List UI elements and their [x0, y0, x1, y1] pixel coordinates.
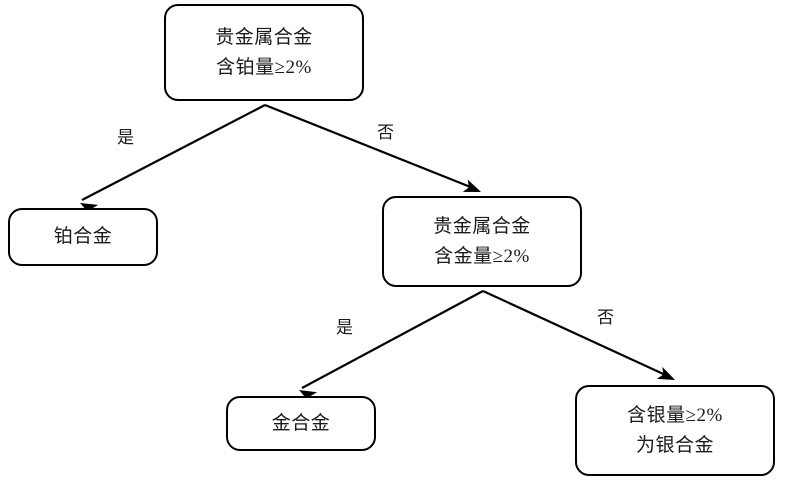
- edge-label-root-to-gold-check: 否: [377, 123, 394, 142]
- node-root[interactable]: 贵金属合金含铂量≥2%: [164, 4, 364, 101]
- node-text-line: 铂合金: [53, 226, 113, 248]
- node-text-line: 贵金属合金: [433, 216, 531, 238]
- arrowhead-gold-check-to-silver: [656, 366, 675, 380]
- node-text-line: 贵金属合金: [215, 27, 313, 49]
- edge-root-to-platinum: [81, 104, 266, 201]
- node-platinum[interactable]: 铂合金: [8, 208, 158, 266]
- edge-label-gold-check-to-gold: 是: [336, 318, 353, 337]
- edge-label-root-to-platinum: 是: [117, 128, 134, 147]
- arrowhead-root-to-gold-check: [462, 179, 481, 192]
- edge-label-gold-check-to-silver: 否: [597, 308, 614, 327]
- node-gold[interactable]: 金合金: [226, 396, 376, 451]
- node-text-line: 含铂量≥2%: [216, 56, 312, 78]
- node-text-line: 为银合金: [635, 434, 714, 456]
- edge-gold-check-to-silver: [482, 290, 673, 379]
- node-text-line: 含金量≥2%: [434, 245, 530, 267]
- edge-root-to-gold-check: [264, 103, 479, 192]
- node-text-line: 金合金: [271, 412, 331, 434]
- node-text-line: 含银量≥2%: [627, 405, 723, 427]
- node-gold-check[interactable]: 贵金属合金含金量≥2%: [382, 196, 582, 287]
- node-silver[interactable]: 含银量≥2% 为银合金: [575, 385, 775, 476]
- edge-gold-check-to-gold: [301, 290, 484, 389]
